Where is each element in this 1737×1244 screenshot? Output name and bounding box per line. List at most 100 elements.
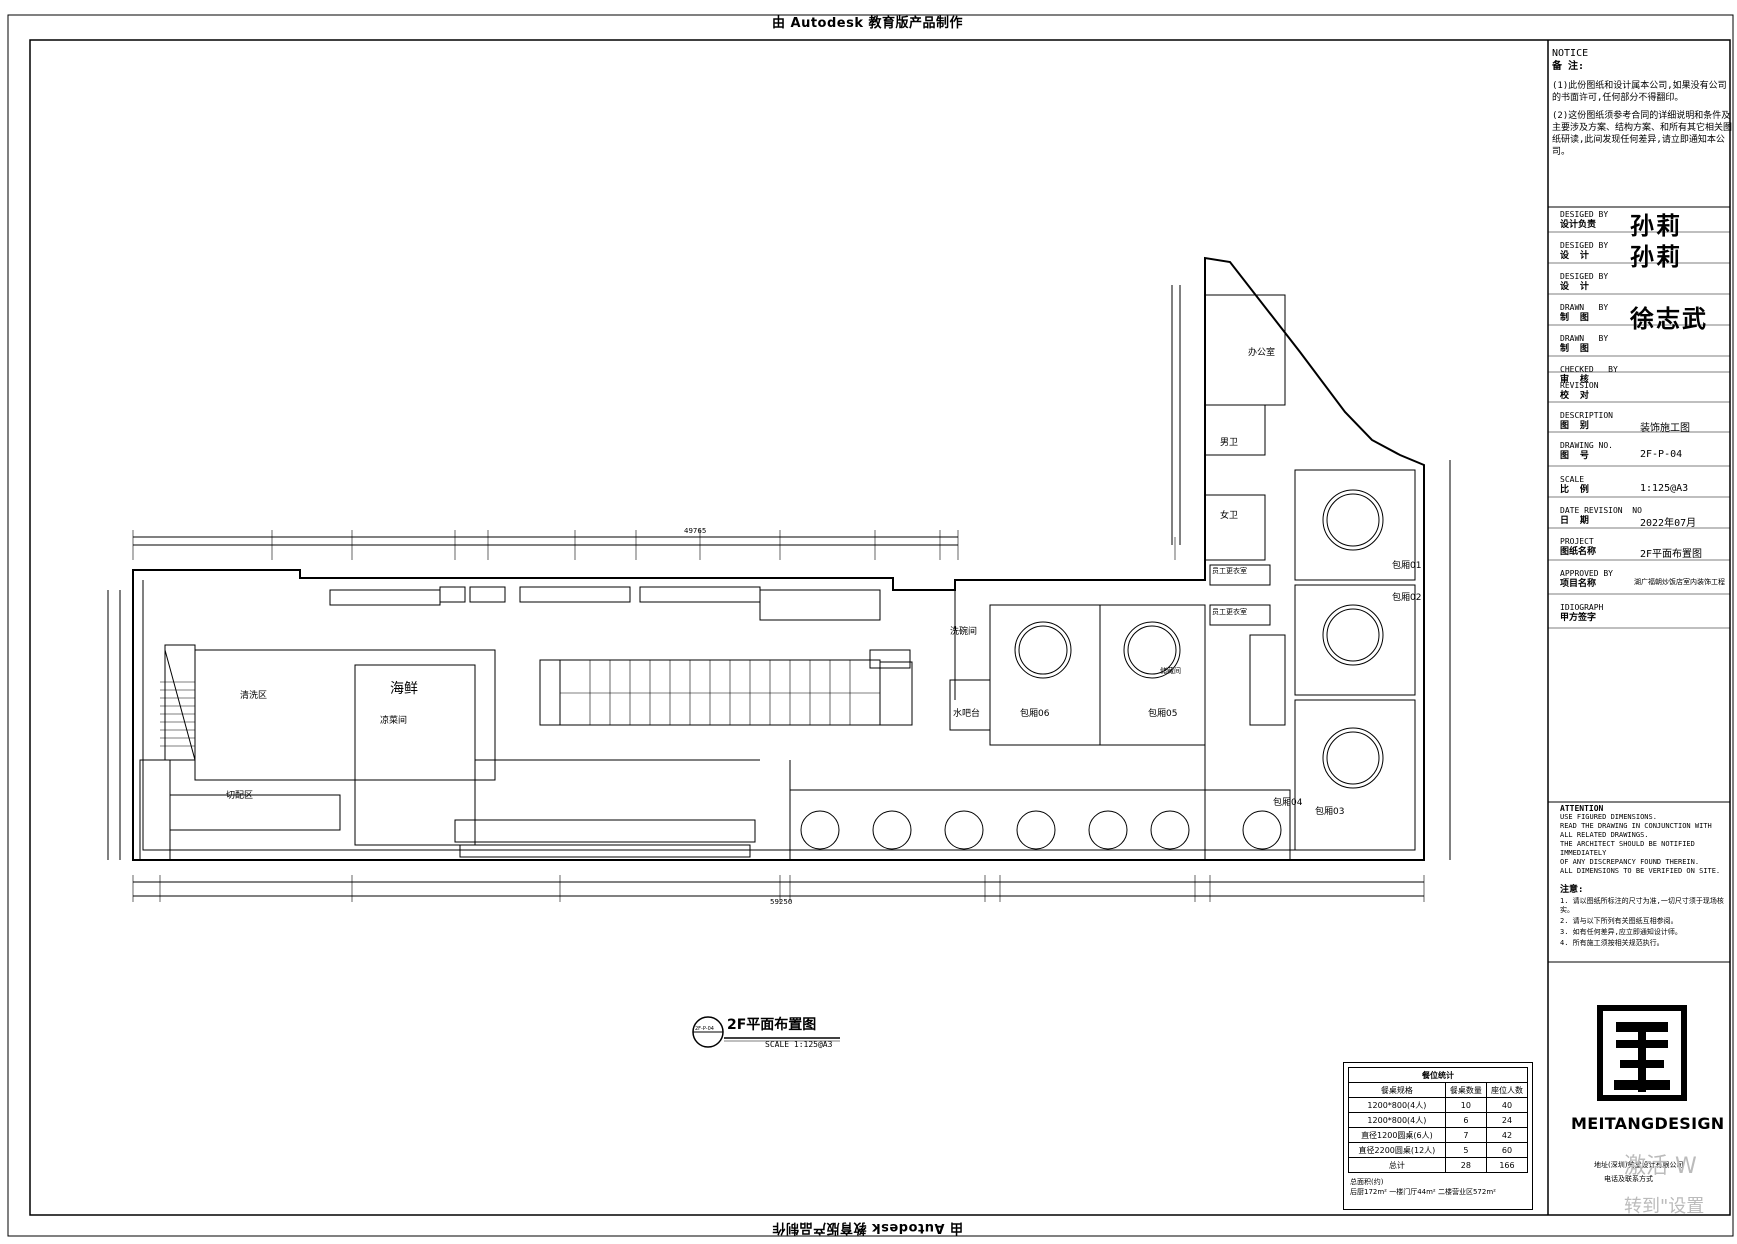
watermark-top: 由 Autodesk 教育版产品制作 xyxy=(772,16,964,31)
stats-cell: 60 xyxy=(1485,1142,1529,1158)
title-row-en: IDIOGRAPH xyxy=(1560,603,1604,612)
title-row-en: DRAWN BY xyxy=(1560,334,1609,343)
stats-cell: 166 xyxy=(1485,1157,1529,1173)
stats-cell: 1200*800(4人) xyxy=(1348,1097,1446,1113)
logo-text: MEITANGDESIGN xyxy=(1571,1114,1725,1133)
zhuyi-line: 4. 所有施工须按相关规范执行。 xyxy=(1560,939,1664,947)
title-row-en: DATE REVISION NO xyxy=(1560,506,1642,515)
stats-cell: 40 xyxy=(1485,1097,1529,1113)
title-row-en: DESIGED BY xyxy=(1560,272,1609,281)
zhuyi-title: 注意: xyxy=(1560,885,1584,895)
stats-cell: 直径2200圆桌(12人) xyxy=(1348,1142,1446,1158)
dimension-top-total: 49765 xyxy=(684,527,707,535)
title-row-cn: 设 计 xyxy=(1560,282,1589,292)
title-row-en: DESIGED BY xyxy=(1560,241,1609,250)
plan-scale: SCALE 1:125@A3 xyxy=(765,1040,833,1049)
note-1: (1)此份图纸和设计属本公司,如果没有公司的书面许可,任何部分不得翻印。 xyxy=(1552,81,1727,103)
title-row-value: 1:125@A3 xyxy=(1640,483,1689,494)
stats-header-count: 餐桌数量 xyxy=(1444,1082,1487,1098)
title-block: NOTICE 备 注: (1)此份图纸和设计属本公司,如果没有公司的书面许可,任… xyxy=(1550,42,1736,158)
label-room-04: 包厢04 xyxy=(1273,798,1303,808)
title-row-cn: 项目名称 xyxy=(1560,579,1597,589)
label-cold-dish: 凉菜间 xyxy=(380,716,408,726)
title-row-cn: 比 例 xyxy=(1560,485,1589,495)
title-row-value: 2F-P-04 xyxy=(1640,449,1683,460)
title-row-value: 装饰施工图 xyxy=(1640,423,1690,434)
zhuyi-line: 3. 如有任何差异,应立即通知设计师。 xyxy=(1560,928,1682,936)
stats-cell: 24 xyxy=(1485,1112,1529,1128)
label-staff-room-1: 员工更衣室 xyxy=(1212,567,1247,575)
attention-line: OF ANY DISCREPANCY FOUND THEREIN. xyxy=(1560,858,1700,866)
stats-cell: 7 xyxy=(1444,1127,1487,1143)
stats-footer-2: 后厨172m² 一楼门厅44m² 二楼营业区572m² xyxy=(1350,1188,1496,1196)
title-row-en: PROJECT xyxy=(1560,537,1594,546)
title-row-cn: 日 期 xyxy=(1560,516,1589,526)
signature: 徐志武 xyxy=(1630,304,1708,333)
title-row-cn: 设 计 xyxy=(1560,251,1589,261)
footer-line-2: 电话及联系方式 xyxy=(1604,1175,1653,1183)
zhuyi-line: 2. 请与以下所列有关图纸互相参阅。 xyxy=(1560,917,1678,925)
label-bar: 水吧台 xyxy=(953,709,981,719)
title-row-en: DRAWING NO. xyxy=(1560,441,1613,450)
title-row-value: 湖广福朝炒饭店室内装饰工程 xyxy=(1634,578,1725,586)
title-row-en: DESCRIPTION xyxy=(1560,411,1613,420)
note-2: (2)这份图纸须参考合同的详细说明和条件及主要涉及方案、结构方案、和所有其它相关… xyxy=(1552,111,1733,157)
title-row-cn: 制 图 xyxy=(1560,344,1589,354)
stats-cell: 总计 xyxy=(1348,1157,1446,1173)
title-row-cn: 校 对 xyxy=(1560,391,1589,401)
title-row-cn: 审 核 xyxy=(1560,375,1589,385)
title-row-en: APPROVED BY xyxy=(1560,569,1613,578)
title-row-cn: 图纸名称 xyxy=(1560,547,1597,557)
attention-line: ALL DIMENSIONS TO BE VERIFIED ON SITE. xyxy=(1560,867,1721,875)
label-seafood: 海鲜 xyxy=(390,681,418,697)
title-row-value: 2022年07月 xyxy=(1640,518,1697,529)
label-room-05: 包厢05 xyxy=(1148,709,1178,719)
label-wash: 洗碗间 xyxy=(950,627,978,637)
title-row-cn: 图 号 xyxy=(1560,451,1589,461)
stats-cell: 42 xyxy=(1485,1127,1529,1143)
title-row-en: DESIGED BY xyxy=(1560,210,1609,219)
label-staff-room-2: 员工更衣室 xyxy=(1212,608,1247,616)
title-row-cn: 制 图 xyxy=(1560,313,1589,323)
stats-cell: 5 xyxy=(1444,1142,1487,1158)
label-room-02: 包厢02 xyxy=(1392,593,1422,603)
attention-line: READ THE DRAWING IN CONJUNCTION WITH xyxy=(1560,822,1712,830)
zhuyi-line: 1. 请以图纸所标注的尺寸为准,一切尺寸须于现场核实。 xyxy=(1560,897,1724,914)
label-cleaning: 清洗区 xyxy=(240,691,268,701)
signature: 孙莉 xyxy=(1630,211,1682,240)
attention-line: ALL RELATED DRAWINGS. xyxy=(1560,831,1649,839)
title-row-en: REVISION xyxy=(1560,381,1599,390)
attention-block: ATTENTION USE FIGURED DIMENSIONS.READ TH… xyxy=(1560,804,1730,948)
stats-cell: 1200*800(4人) xyxy=(1348,1112,1446,1128)
title-row: DRAWING NO.图 号 2F-P-04 xyxy=(1560,441,1730,462)
label-cutting: 切配区 xyxy=(226,791,254,801)
meitang-logo-icon xyxy=(1597,1005,1687,1101)
notice-en: NOTICE xyxy=(1552,48,1589,59)
title-row-cn: 设计负责 xyxy=(1560,220,1597,230)
label-room-06: 包厢06 xyxy=(1020,709,1050,719)
label-storage: 储藏间 xyxy=(1160,667,1181,675)
attention-title: ATTENTION xyxy=(1560,804,1604,813)
stats-cell: 直径1200圆桌(6人) xyxy=(1348,1127,1446,1143)
activate-watermark-2: 转到"设置 xyxy=(1624,1196,1705,1217)
stats-header-spec: 餐桌规格 xyxy=(1348,1082,1446,1098)
stats-cell: 6 xyxy=(1444,1112,1487,1128)
signature: 孙莉 xyxy=(1630,242,1682,271)
zhuyi-lines: 1. 请以图纸所标注的尺寸为准,一切尺寸须于现场核实。 2. 请与以下所列有关图纸… xyxy=(1560,897,1730,948)
